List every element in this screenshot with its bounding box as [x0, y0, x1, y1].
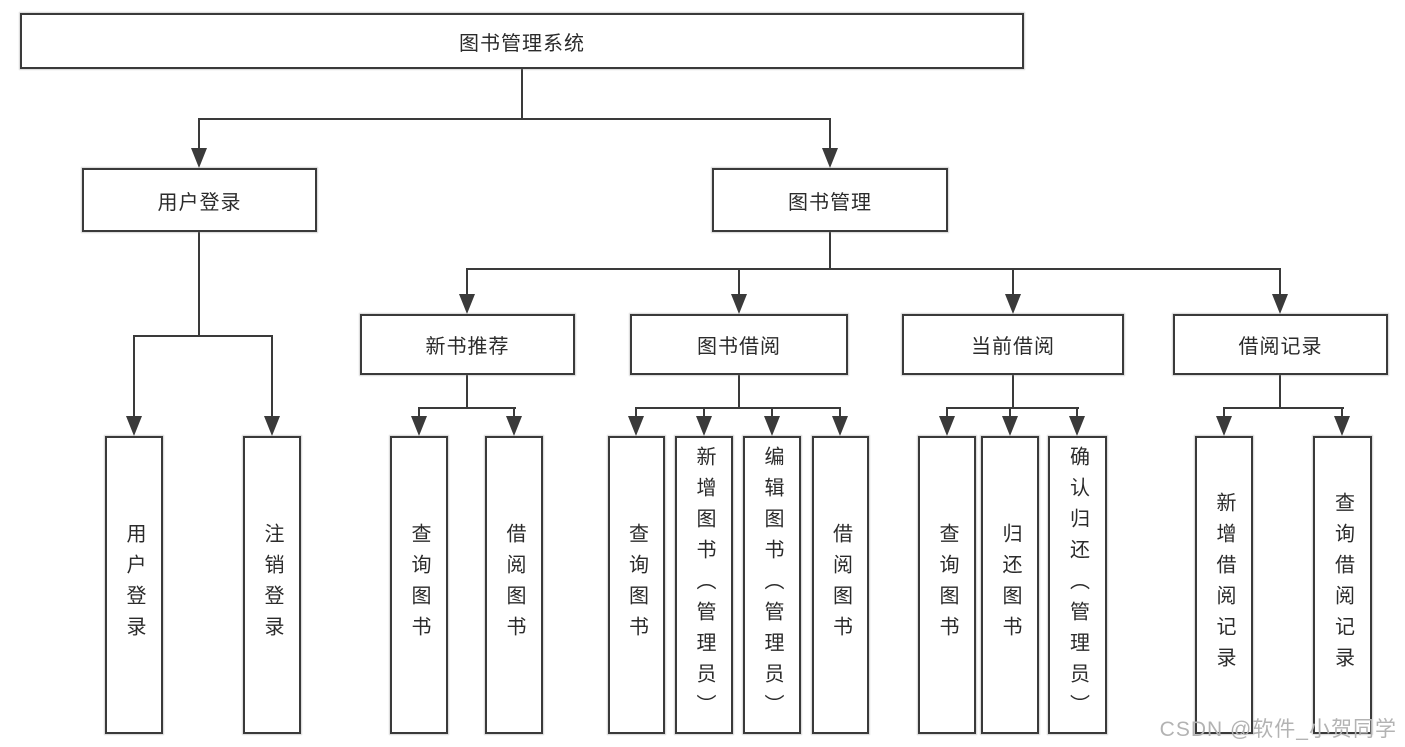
connector-newbook-hbar	[418, 407, 516, 409]
leaf-query-books-newbook: 查询图书	[390, 436, 448, 734]
node-book-borrowing: 图书借阅	[630, 314, 848, 375]
leaf-label: 归还图书	[999, 523, 1021, 647]
leaf-label: 查询图书	[408, 523, 430, 647]
connector-drop	[513, 408, 515, 417]
connector-drop-leaf-user-login	[133, 336, 135, 417]
connector-bookmgmt-hbar	[466, 268, 1281, 270]
leaf-add-books-admin: 新增图书（管理员）	[675, 436, 733, 734]
node-library-system: 图书管理系统	[20, 13, 1024, 69]
node-book-management: 图书管理	[712, 168, 948, 232]
node-label: 借阅记录	[1238, 336, 1323, 358]
arrow-down-icon	[764, 416, 780, 436]
connector-drop	[1223, 408, 1225, 417]
arrow-down-icon	[264, 416, 280, 436]
leaf-query-books-current: 查询图书	[918, 436, 976, 734]
leaf-borrow-books-borrow: 借阅图书	[812, 436, 869, 734]
connector-drop	[703, 408, 705, 417]
leaf-borrow-books-newbook: 借阅图书	[485, 436, 543, 734]
connector-userlogin-hbar	[133, 335, 273, 337]
node-label: 图书管理系统	[459, 32, 585, 55]
leaf-edit-books-admin: 编辑图书（管理员）	[743, 436, 801, 734]
node-new-book-recommend: 新书推荐	[360, 314, 575, 375]
arrow-down-icon	[832, 416, 848, 436]
leaf-label: 查询借阅记录	[1331, 492, 1354, 678]
connector-drop	[839, 408, 841, 417]
connector-bookborrow-hbar	[635, 407, 841, 409]
connector-drop-current-borrowing	[1012, 269, 1014, 295]
arrow-down-icon	[126, 416, 142, 436]
node-user-login: 用户登录	[82, 168, 317, 232]
leaf-query-borrow-record: 查询借阅记录	[1313, 436, 1372, 734]
leaf-add-borrow-record: 新增借阅记录	[1195, 436, 1253, 734]
arrow-down-icon	[1002, 416, 1018, 436]
arrow-down-icon	[628, 416, 644, 436]
connector-root-stem	[521, 69, 523, 119]
connector-drop-book-management	[829, 119, 831, 150]
arrow-down-icon	[696, 416, 712, 436]
connector-drop	[1076, 408, 1078, 417]
connector-records-stem	[1279, 375, 1281, 408]
node-label: 当前借阅	[971, 336, 1055, 358]
connector-drop	[1341, 408, 1343, 417]
leaf-label: 新增借阅记录	[1213, 492, 1235, 678]
node-label: 图书借阅	[697, 336, 781, 358]
leaf-label: 新增图书（管理员）	[693, 445, 715, 725]
leaf-label: 借阅图书	[503, 523, 525, 647]
connector-drop	[418, 408, 420, 417]
arrow-down-icon	[411, 416, 427, 436]
arrow-down-icon	[191, 148, 207, 168]
leaf-confirm-return-admin: 确认归还（管理员）	[1048, 436, 1107, 734]
node-current-borrowing: 当前借阅	[902, 314, 1124, 375]
leaf-label: 确认归还（管理员）	[1066, 445, 1089, 725]
leaf-label: 注销登录	[261, 523, 283, 647]
connector-drop	[771, 408, 773, 417]
arrow-down-icon	[1005, 294, 1021, 314]
leaf-user-login: 用户登录	[105, 436, 163, 734]
leaf-return-books: 归还图书	[981, 436, 1039, 734]
arrow-down-icon	[1272, 294, 1288, 314]
connector-userlogin-stem	[198, 232, 200, 336]
connector-drop	[635, 408, 637, 417]
node-label: 用户登录	[157, 191, 242, 214]
connector-drop-leaf-logout	[271, 336, 273, 417]
connector-drop-user-login	[198, 119, 200, 150]
arrow-down-icon	[731, 294, 747, 314]
leaf-label: 用户登录	[123, 523, 145, 647]
arrow-down-icon	[1216, 416, 1232, 436]
connector-currentborrow-stem	[1012, 375, 1014, 408]
connector-drop	[946, 408, 948, 417]
leaf-label: 查询图书	[936, 523, 958, 647]
connector-newbook-stem	[466, 375, 468, 408]
leaf-query-books-borrow: 查询图书	[608, 436, 665, 734]
leaf-label: 编辑图书（管理员）	[761, 445, 783, 725]
node-label: 新书推荐	[425, 336, 510, 358]
connector-drop-new-book	[466, 269, 468, 295]
node-borrowing-records: 借阅记录	[1173, 314, 1388, 375]
arrow-down-icon	[822, 148, 838, 168]
connector-drop-book-borrowing	[738, 269, 740, 295]
node-label: 图书管理	[788, 191, 872, 214]
csdn-watermark: CSDN @软件_小贺同学	[1159, 718, 1397, 741]
connector-currentborrow-hbar	[946, 407, 1079, 409]
connector-bookmgmt-stem	[829, 232, 831, 269]
leaf-label: 查询图书	[625, 523, 648, 647]
leaf-logout: 注销登录	[243, 436, 301, 734]
connector-root-hbar	[198, 118, 831, 120]
arrow-down-icon	[939, 416, 955, 436]
arrow-down-icon	[506, 416, 522, 436]
connector-drop	[1009, 408, 1011, 417]
arrow-down-icon	[1334, 416, 1350, 436]
leaf-label: 借阅图书	[829, 523, 852, 647]
connector-bookborrow-stem	[738, 375, 740, 408]
connector-records-hbar	[1223, 407, 1344, 409]
arrow-down-icon	[459, 294, 475, 314]
connector-drop-borrowing-records	[1279, 269, 1281, 295]
arrow-down-icon	[1069, 416, 1085, 436]
